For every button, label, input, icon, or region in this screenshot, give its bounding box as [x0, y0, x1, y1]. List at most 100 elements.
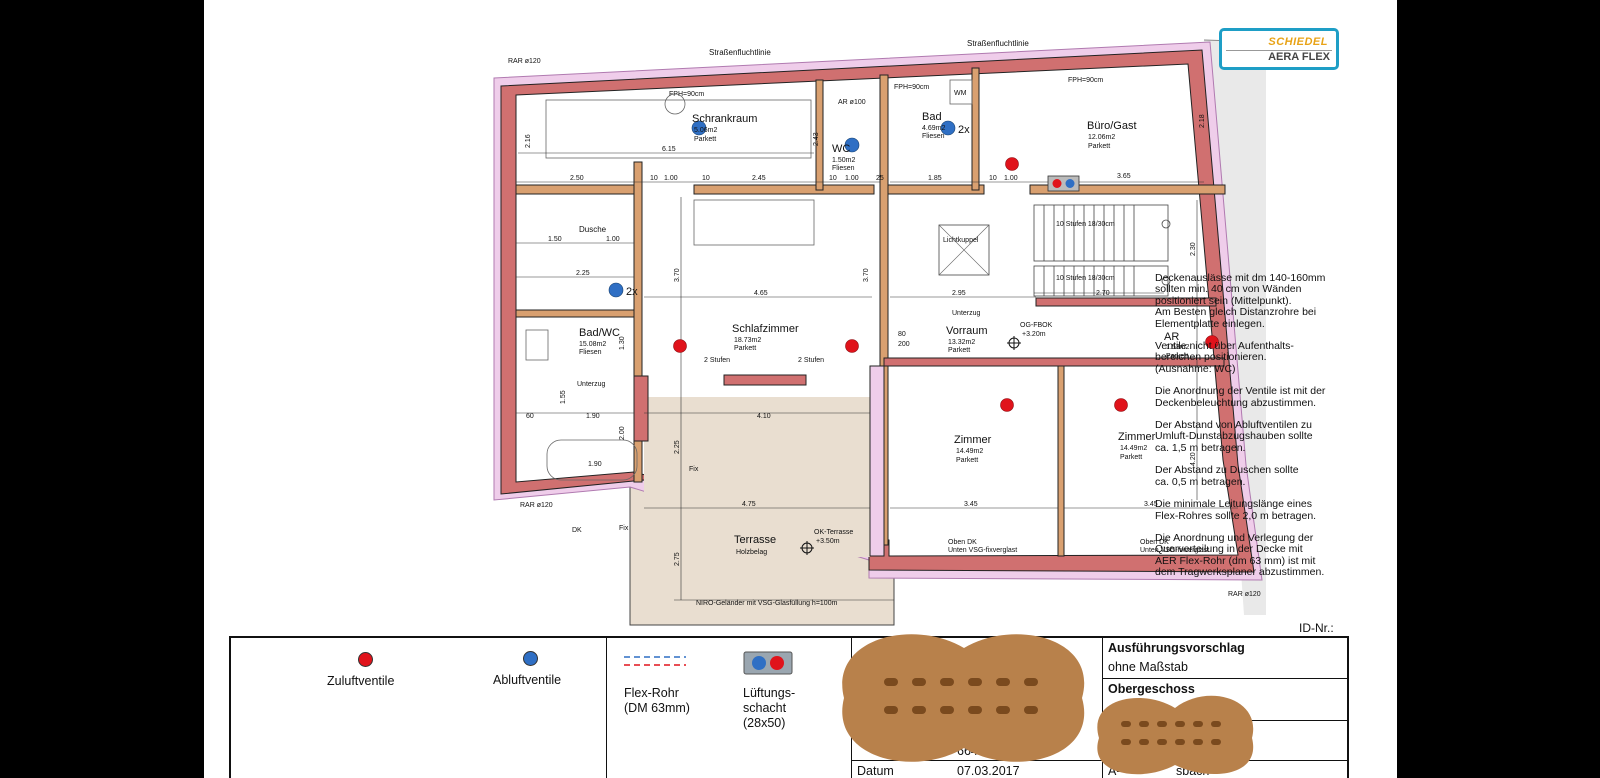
street-label-1: Straßenfluchtlinie — [709, 48, 771, 57]
plan-label: +3.20m — [1022, 331, 1046, 338]
note: Die Anordnung und Verlegung der Quervert… — [1155, 531, 1325, 579]
legend-shaft-line2: schacht — [743, 701, 787, 715]
room-floor: Parkett — [734, 345, 756, 352]
plan-label: OG-FBOK — [1020, 322, 1053, 329]
exhaust-valves — [608, 120, 956, 298]
legend-title-block: Zuluftventile Abluftventile Flex-Rohr (D… — [229, 636, 1349, 778]
room-area: 1.53m2 — [1166, 344, 1189, 351]
plan-label: Lichtkuppel — [943, 237, 979, 244]
plan-label: FPH=90cm — [669, 91, 704, 98]
dimension: 10 — [702, 175, 710, 182]
plan-label: RAR ø120 — [508, 58, 541, 65]
plan-label: Oben DK — [948, 539, 977, 546]
note: Der Abstand zu Duschen sollte ca. 0,5 m … — [1155, 464, 1299, 488]
room-name: Schrankraum — [692, 113, 757, 125]
title-date: 07.03.2017 — [957, 764, 1020, 778]
dimension: 1.00 — [845, 175, 859, 182]
plan-label: 10 Stufen 18/30cm — [1056, 275, 1115, 282]
schiedel-logo: SCHIEDEL AERA FLEX — [1219, 28, 1339, 70]
room-floor: Fliesen — [832, 165, 855, 172]
inner-walls — [515, 67, 1226, 557]
dimension: 1.85 — [928, 175, 942, 182]
supply-valves — [673, 157, 1219, 412]
floor-plan: Straßenfluchtlinie Straßenfluchtlinie Sc… — [493, 39, 1267, 626]
plan-label: 2x — [626, 286, 638, 298]
plan-label: Unterzug — [952, 310, 981, 317]
note: Deckenauslässe mit dm 140-160mm sollten … — [1155, 272, 1326, 330]
fixtures — [525, 79, 973, 481]
note: Die minimale Leitungslänge eines Flex-Ro… — [1155, 498, 1317, 522]
plan-label: Fix — [689, 466, 699, 473]
plan-label: FPH=90cm — [1068, 77, 1103, 84]
plan-label: NIRO-Geländer mit VSG-Glasfüllung h=100m — [696, 600, 838, 607]
room-floor: Parkett — [694, 136, 716, 143]
plan-label: +3.50m — [816, 538, 840, 545]
plan-label: DK — [572, 527, 582, 534]
room-area: 15.08m2 — [579, 341, 606, 348]
plan-label: Fix — [619, 525, 629, 532]
id-number-label: ID-Nr.: — [1299, 621, 1334, 635]
room-name: Terrasse — [734, 534, 776, 546]
dimension: 1.00 — [1004, 175, 1018, 182]
dimension: 2.30 — [1190, 242, 1197, 256]
dimension: 3.45 — [1144, 501, 1158, 508]
note: Der Abstand von Abluftventilen zu Umluft… — [1155, 419, 1313, 454]
room-name: Bad/WC — [579, 327, 620, 339]
plan-label: Unterzug — [577, 381, 606, 388]
planning-notes: Deckenauslässe mit dm 140-160mm sollten … — [1155, 272, 1345, 590]
dimension: 2.25 — [674, 440, 681, 454]
flex-pipe-icon — [624, 656, 686, 666]
legend-supply: Zuluftventile — [327, 674, 395, 688]
title-date-label: Datum — [857, 764, 894, 778]
dimension: 1.50 — [548, 236, 562, 243]
room-floor: Parkett — [1166, 353, 1188, 360]
dimension: 200 — [898, 341, 910, 348]
dimension: 2.50 — [570, 175, 584, 182]
room-name: Bad — [922, 111, 942, 123]
logo-product: AERA FLEX — [1268, 51, 1330, 63]
dimension: 25 — [876, 175, 884, 182]
plan-label: RAR ø120 — [1228, 591, 1261, 598]
dimension: 1.55 — [560, 390, 567, 404]
plan-label: FPH=90cm — [894, 84, 929, 91]
skylight — [938, 224, 990, 276]
room-floor: Holzbelag — [736, 549, 767, 556]
dimension: 1.30 — [619, 336, 626, 350]
dimension: 4.75 — [742, 501, 756, 508]
title-heading: Ausführungsvorschlag — [1108, 641, 1245, 655]
exhaust-valve-icon — [523, 651, 538, 666]
dimension: 10 — [989, 175, 997, 182]
dimension: 2.00 — [619, 426, 626, 440]
plan-label: 2 Stufen — [798, 357, 824, 364]
dimension: 4.20 — [1190, 452, 1197, 466]
room-floor: Parkett — [1088, 143, 1110, 150]
dimension: 4.10 — [757, 413, 771, 420]
supply-valve-icon — [358, 652, 373, 667]
room-name: Büro/Gast — [1087, 120, 1137, 132]
dimension: 80 — [898, 331, 906, 338]
room-area: 4.69m2 — [922, 125, 945, 132]
room-name: Zimmer — [954, 434, 992, 446]
legend-flex-line1: Flex-Rohr — [624, 686, 679, 700]
dimension: 3.70 — [674, 268, 681, 282]
dimension: 60 — [526, 413, 534, 420]
dimension: 2.95 — [952, 290, 966, 297]
plan-label: Unten VSG-fixverglast — [1140, 547, 1209, 554]
dimension: 2.25 — [576, 270, 590, 277]
dimension: 10 — [829, 175, 837, 182]
room-name: Schlafzimmer — [732, 323, 799, 335]
plan-label: Oben DK — [1140, 539, 1169, 546]
dimension: 1.90 — [586, 413, 600, 420]
dimension: 2.75 — [674, 552, 681, 566]
title-floor: Obergeschoss — [1108, 682, 1195, 696]
redaction-blob-2 — [1097, 695, 1254, 775]
dimension: 1.90 — [588, 461, 602, 468]
room-floor: Fliesen — [922, 133, 945, 140]
room-area: 18.73m2 — [734, 337, 761, 344]
plan-label: 2x — [958, 124, 970, 136]
plan-label: WM — [954, 90, 967, 97]
plan-label: 2 Stufen — [704, 357, 730, 364]
dimension: 3.45 — [964, 501, 978, 508]
room-name: WC — [832, 143, 850, 155]
plan-label: RAR ø120 — [520, 502, 553, 509]
